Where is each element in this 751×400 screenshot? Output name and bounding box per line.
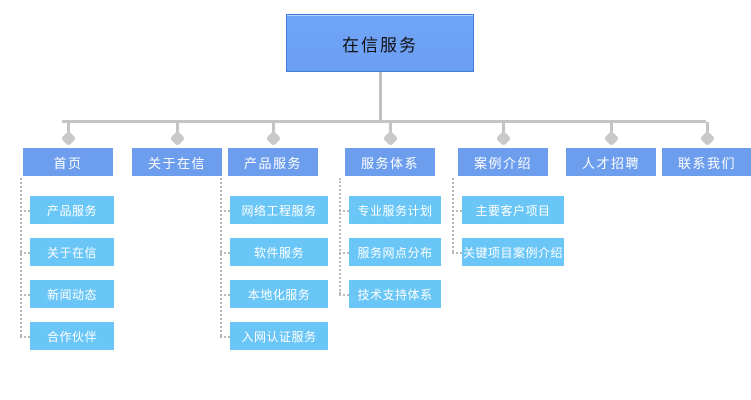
level3-node[interactable]: 专业服务计划 [349, 196, 441, 224]
bus-drop-connector [389, 122, 392, 138]
level3-node[interactable]: 本地化服务 [230, 280, 328, 308]
bus-node-connector-ball [169, 130, 186, 147]
bus-drop-connector [67, 122, 70, 138]
dotted-branch-connector [339, 210, 349, 212]
dotted-branch-connector [20, 210, 30, 212]
bus-node-connector-ball [495, 130, 512, 147]
level3-node[interactable]: 入网认证服务 [230, 322, 328, 350]
level2-node[interactable]: 服务体系 [345, 148, 435, 176]
level3-node[interactable]: 技术支持体系 [349, 280, 441, 308]
bus-drop-connector [176, 122, 179, 138]
dotted-branch-connector [20, 336, 30, 338]
dotted-branch-connector [339, 294, 349, 296]
bus-drop-connector [272, 122, 275, 138]
level3-node-label: 本地化服务 [247, 287, 311, 302]
dotted-branch-connector [20, 252, 30, 254]
level3-node-label: 网络工程服务 [241, 203, 317, 218]
level3-node-label: 主要客户项目 [475, 203, 551, 218]
level3-node-label: 合作伙伴 [46, 329, 97, 344]
level3-node-label: 新闻动态 [46, 287, 97, 302]
level3-node[interactable]: 服务网点分布 [349, 238, 441, 266]
level2-node-label: 联系我们 [677, 156, 736, 172]
bus-node-connector-ball [60, 130, 77, 147]
dotted-spine-connector [20, 178, 22, 336]
bus-node-connector-ball [699, 130, 716, 147]
level3-node-label: 关于在信 [46, 245, 97, 260]
level3-node[interactable]: 产品服务 [30, 196, 114, 224]
bus-drop-connector [502, 122, 505, 138]
bus-node-connector-ball [265, 130, 282, 147]
dotted-branch-connector [452, 252, 462, 254]
level3-node[interactable]: 网络工程服务 [230, 196, 328, 224]
root-node-label: 在信服务 [342, 35, 418, 56]
dotted-branch-connector [20, 294, 30, 296]
dotted-branch-connector [220, 210, 230, 212]
level3-node-label: 入网认证服务 [241, 329, 317, 344]
level2-node-label: 首页 [53, 156, 83, 172]
level3-node[interactable]: 主要客户项目 [462, 196, 564, 224]
bus-node-connector-ball [382, 130, 399, 147]
level2-node[interactable]: 人才招聘 [566, 148, 656, 176]
level3-node-label: 服务网点分布 [357, 245, 433, 260]
level3-node-label: 关键项目案例介绍 [463, 245, 564, 260]
level2-node[interactable]: 产品服务 [228, 148, 318, 176]
level2-node-label: 人才招聘 [581, 156, 640, 172]
level3-node[interactable]: 合作伙伴 [30, 322, 114, 350]
dotted-branch-connector [339, 252, 349, 254]
level2-node[interactable]: 关于在信 [132, 148, 222, 176]
root-node[interactable]: 在信服务 [286, 14, 474, 72]
level2-node[interactable]: 联系我们 [662, 148, 751, 176]
level3-node[interactable]: 关于在信 [30, 238, 114, 266]
level3-node[interactable]: 软件服务 [230, 238, 328, 266]
level3-node-label: 产品服务 [46, 203, 97, 218]
dotted-spine-connector [452, 178, 454, 252]
level2-node[interactable]: 首页 [23, 148, 113, 176]
dotted-branch-connector [220, 294, 230, 296]
level2-node-label: 产品服务 [243, 156, 302, 172]
dotted-branch-connector [220, 336, 230, 338]
level2-node-label: 案例介绍 [473, 156, 532, 172]
root-stem-connector [379, 72, 382, 121]
level3-node-label: 技术支持体系 [357, 287, 433, 302]
level2-node-label: 关于在信 [147, 156, 206, 172]
level3-node[interactable]: 新闻动态 [30, 280, 114, 308]
bus-drop-connector [706, 122, 709, 138]
level2-node[interactable]: 案例介绍 [458, 148, 548, 176]
level3-node[interactable]: 关键项目案例介绍 [462, 238, 564, 266]
dotted-spine-connector [339, 178, 341, 294]
level3-node-label: 软件服务 [253, 245, 304, 260]
bus-drop-connector [610, 122, 613, 138]
dotted-branch-connector [220, 252, 230, 254]
horizontal-bus-connector [62, 120, 706, 123]
dotted-branch-connector [452, 210, 462, 212]
bus-node-connector-ball [603, 130, 620, 147]
dotted-spine-connector [220, 178, 222, 336]
level3-node-label: 专业服务计划 [357, 203, 433, 218]
level2-node-label: 服务体系 [360, 156, 419, 172]
